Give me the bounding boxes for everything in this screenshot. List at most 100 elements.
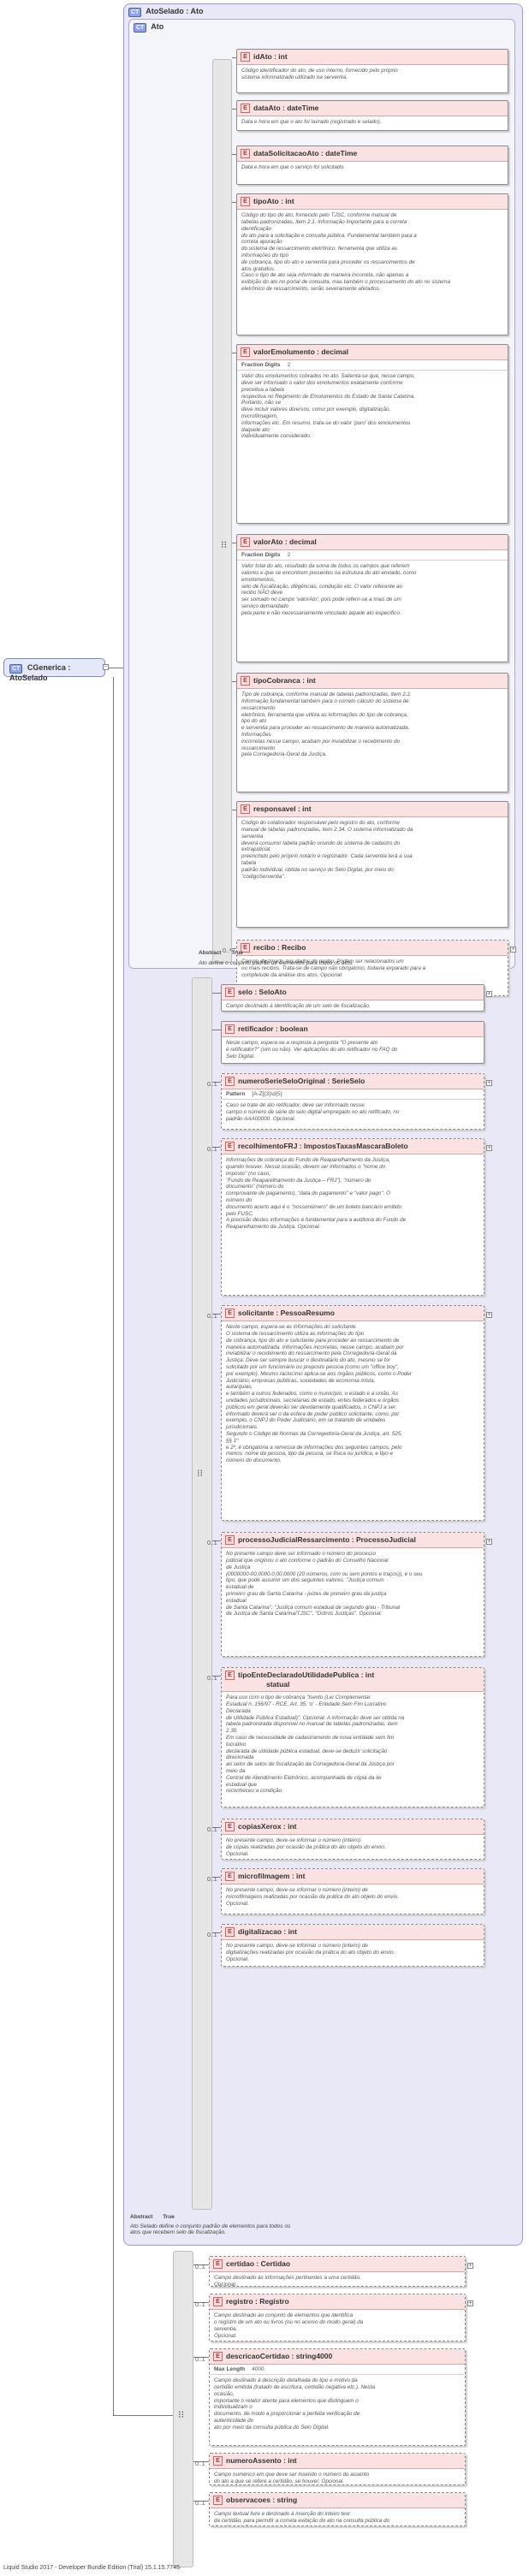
occurrence-label: 0..1	[207, 1540, 217, 1546]
facet-label: Max Length	[214, 2366, 246, 2373]
ato-title: Ato	[151, 22, 164, 31]
element-description: Para uso com o tipo de cobrança "Isento …	[226, 1695, 405, 1795]
element-label: microfilmagem : int	[238, 1872, 306, 1880]
facet-value: 2	[287, 362, 291, 369]
connector	[212, 1147, 221, 1148]
sequence-icon[interactable]: ⁝⁝	[178, 2410, 184, 2420]
root-complex-type[interactable]: CT CGenerica : AtoSelado	[3, 658, 105, 682]
element-label: recolhimentoFRJ : ImpostosTaxasMascaraBo…	[238, 1142, 408, 1150]
element-icon: E	[241, 149, 250, 159]
element-label: valorEmolumento : decimal	[253, 347, 348, 356]
connector	[212, 1314, 221, 1315]
element-description: Campo destinado à descrição detalhada do…	[214, 2377, 375, 2431]
abstract-value: True	[163, 2214, 175, 2220]
ato-abstract-row: Abstract True	[199, 950, 507, 956]
element-label: digitalizacao : int	[238, 1927, 297, 1936]
connector	[212, 1676, 221, 1677]
expand-toggle[interactable]: +	[486, 1312, 492, 1318]
occurrence-label: 0..1	[207, 1082, 217, 1088]
element-facet: Pattern[A-Z]{3}\d{5}	[222, 1089, 484, 1101]
element-icon: E	[225, 1142, 235, 1152]
occurrence-label: 0..1	[207, 1932, 217, 1938]
expand-toggle[interactable]: +	[486, 1080, 492, 1086]
element-icon: E	[241, 804, 250, 815]
element-label: processoJudicialRessarcimento : Processo…	[238, 1535, 416, 1544]
connector	[212, 1877, 221, 1878]
atoselado-sequence-bar	[192, 977, 212, 2210]
expand-toggle[interactable]: +	[486, 1145, 492, 1151]
expand-toggle[interactable]: +	[467, 2263, 473, 2269]
element-label: dataAto : dateTime	[253, 104, 319, 112]
expand-toggle[interactable]: +	[486, 991, 492, 997]
element-icon: E	[225, 1535, 235, 1546]
connector	[232, 948, 236, 949]
element-icon: E	[213, 2496, 223, 2506]
element-label: copiasXerox : int	[238, 1822, 297, 1831]
element-icon: E	[241, 197, 250, 207]
expand-toggle[interactable]: +	[467, 2300, 473, 2306]
element-label-cont: statual	[266, 1680, 290, 1689]
sequence-icon[interactable]: ⁝⁝	[197, 1469, 203, 1479]
element-description: No presente campo, deve-se informar o nú…	[226, 1837, 386, 1857]
root-label: CGenerica : AtoSelado	[9, 663, 71, 682]
expand-toggle[interactable]: −	[103, 664, 109, 670]
ato-header: CT Ato	[129, 20, 514, 35]
connector	[193, 2264, 209, 2265]
expand-toggle[interactable]: +	[510, 947, 516, 953]
element-label: responsavel : int	[253, 804, 312, 813]
occurrence-label: 0..1	[195, 2302, 205, 2308]
occurrence-label: 0..1	[195, 2357, 205, 2363]
element-icon: E	[225, 1872, 235, 1882]
expand-toggle[interactable]: +	[486, 1539, 492, 1545]
facet-value: 2	[287, 552, 291, 559]
element-description: No presente campo, deve-se informar o nú…	[226, 1887, 399, 1907]
element-description: Valor dos emolumentos cobrados no ato. S…	[241, 373, 416, 440]
element-icon: E	[213, 2352, 223, 2362]
element-label: certidao : Certidao	[226, 2259, 291, 2268]
element-description: Campo destinado aos dados do recibo. Pod…	[241, 959, 426, 978]
occurrence-label: 0..1	[195, 2461, 205, 2467]
element-icon: E	[241, 52, 250, 62]
element-icon: E	[225, 1024, 235, 1035]
ato-sequence-bar	[212, 59, 232, 963]
sequence-icon[interactable]: ⁝⁝	[221, 540, 227, 550]
connector	[232, 57, 236, 58]
element-description: Neste campo, espera-se as informações do…	[226, 1324, 412, 1464]
cgenerica-sequence-bar	[173, 2251, 193, 2567]
occurrence-label: 0..1	[207, 1676, 217, 1682]
